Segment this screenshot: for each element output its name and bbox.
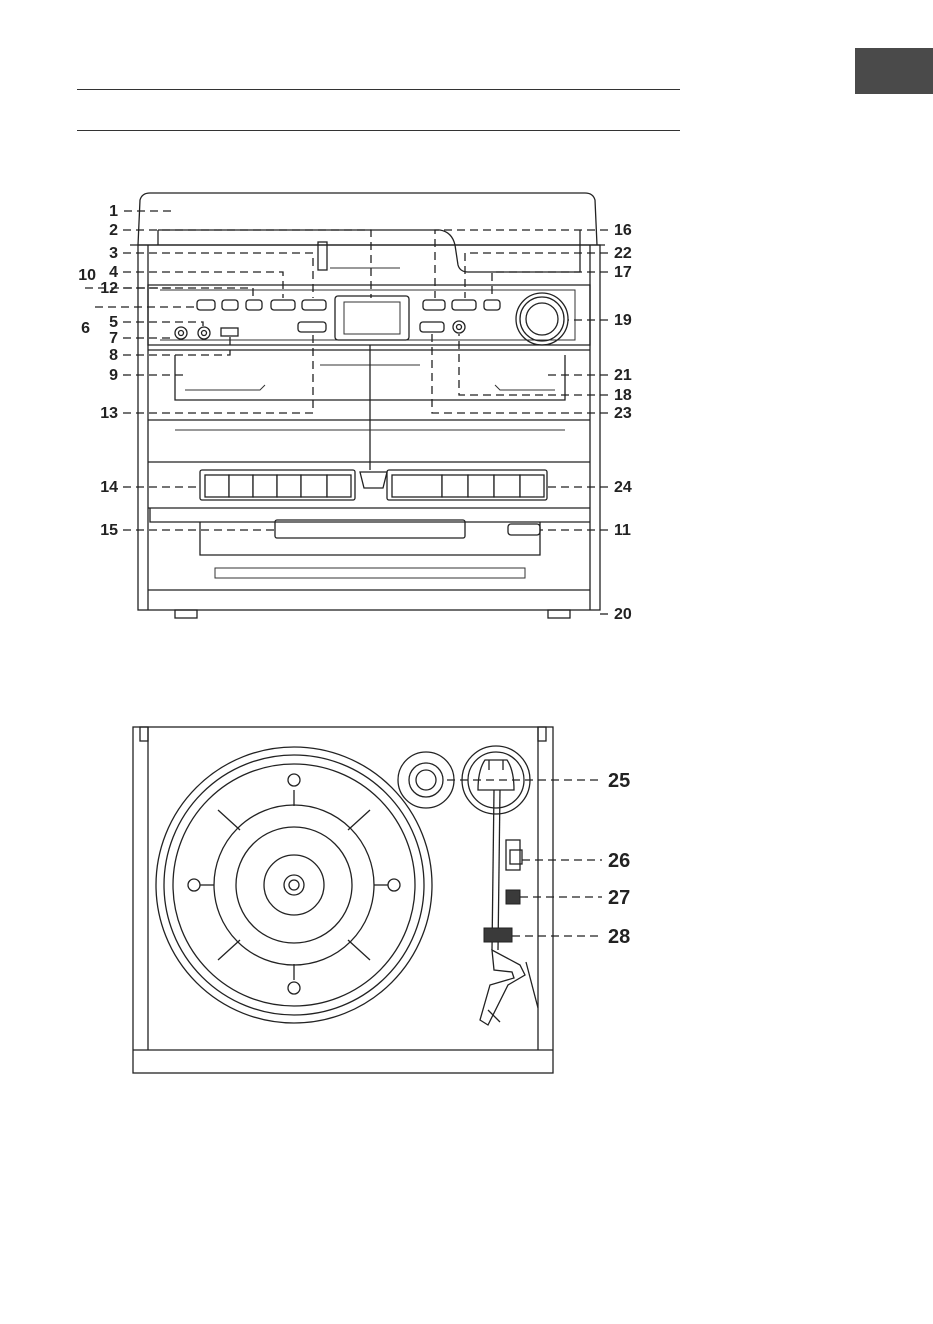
callout-4: 4 (109, 264, 118, 281)
callout-22: 22 (614, 245, 632, 262)
callout-19: 19 (614, 312, 632, 329)
callout-12: 12 (100, 280, 118, 297)
front-view (85, 193, 608, 618)
callout-2: 2 (109, 222, 118, 239)
callout-23: 23 (614, 405, 632, 422)
callout-6: 6 (81, 320, 90, 337)
callout-9: 9 (109, 367, 118, 384)
callout-10: 10 (78, 267, 96, 284)
callout-8: 8 (109, 347, 118, 364)
callout-5: 5 (109, 314, 118, 331)
callout-24: 24 (614, 479, 632, 496)
callout-14: 14 (100, 479, 118, 496)
callout-25: 25 (608, 770, 630, 792)
top-callouts: 25 26 27 28 (608, 770, 630, 948)
callout-28: 28 (608, 926, 630, 948)
callout-27: 27 (608, 887, 630, 909)
callout-26: 26 (608, 850, 630, 872)
callout-21: 21 (614, 367, 632, 384)
callout-7: 7 (109, 330, 118, 347)
callout-16: 16 (614, 222, 632, 239)
callout-20: 20 (614, 606, 632, 623)
callout-11: 11 (614, 522, 631, 539)
callout-3: 3 (109, 245, 118, 262)
top-view (133, 727, 602, 1073)
callout-18: 18 (614, 387, 632, 404)
deck-left-buttons (205, 475, 351, 497)
deck-right-buttons (392, 475, 544, 497)
callout-13: 13 (100, 405, 118, 422)
callout-1: 1 (109, 203, 118, 220)
callout-17: 17 (614, 264, 632, 281)
callout-15: 15 (100, 522, 118, 539)
